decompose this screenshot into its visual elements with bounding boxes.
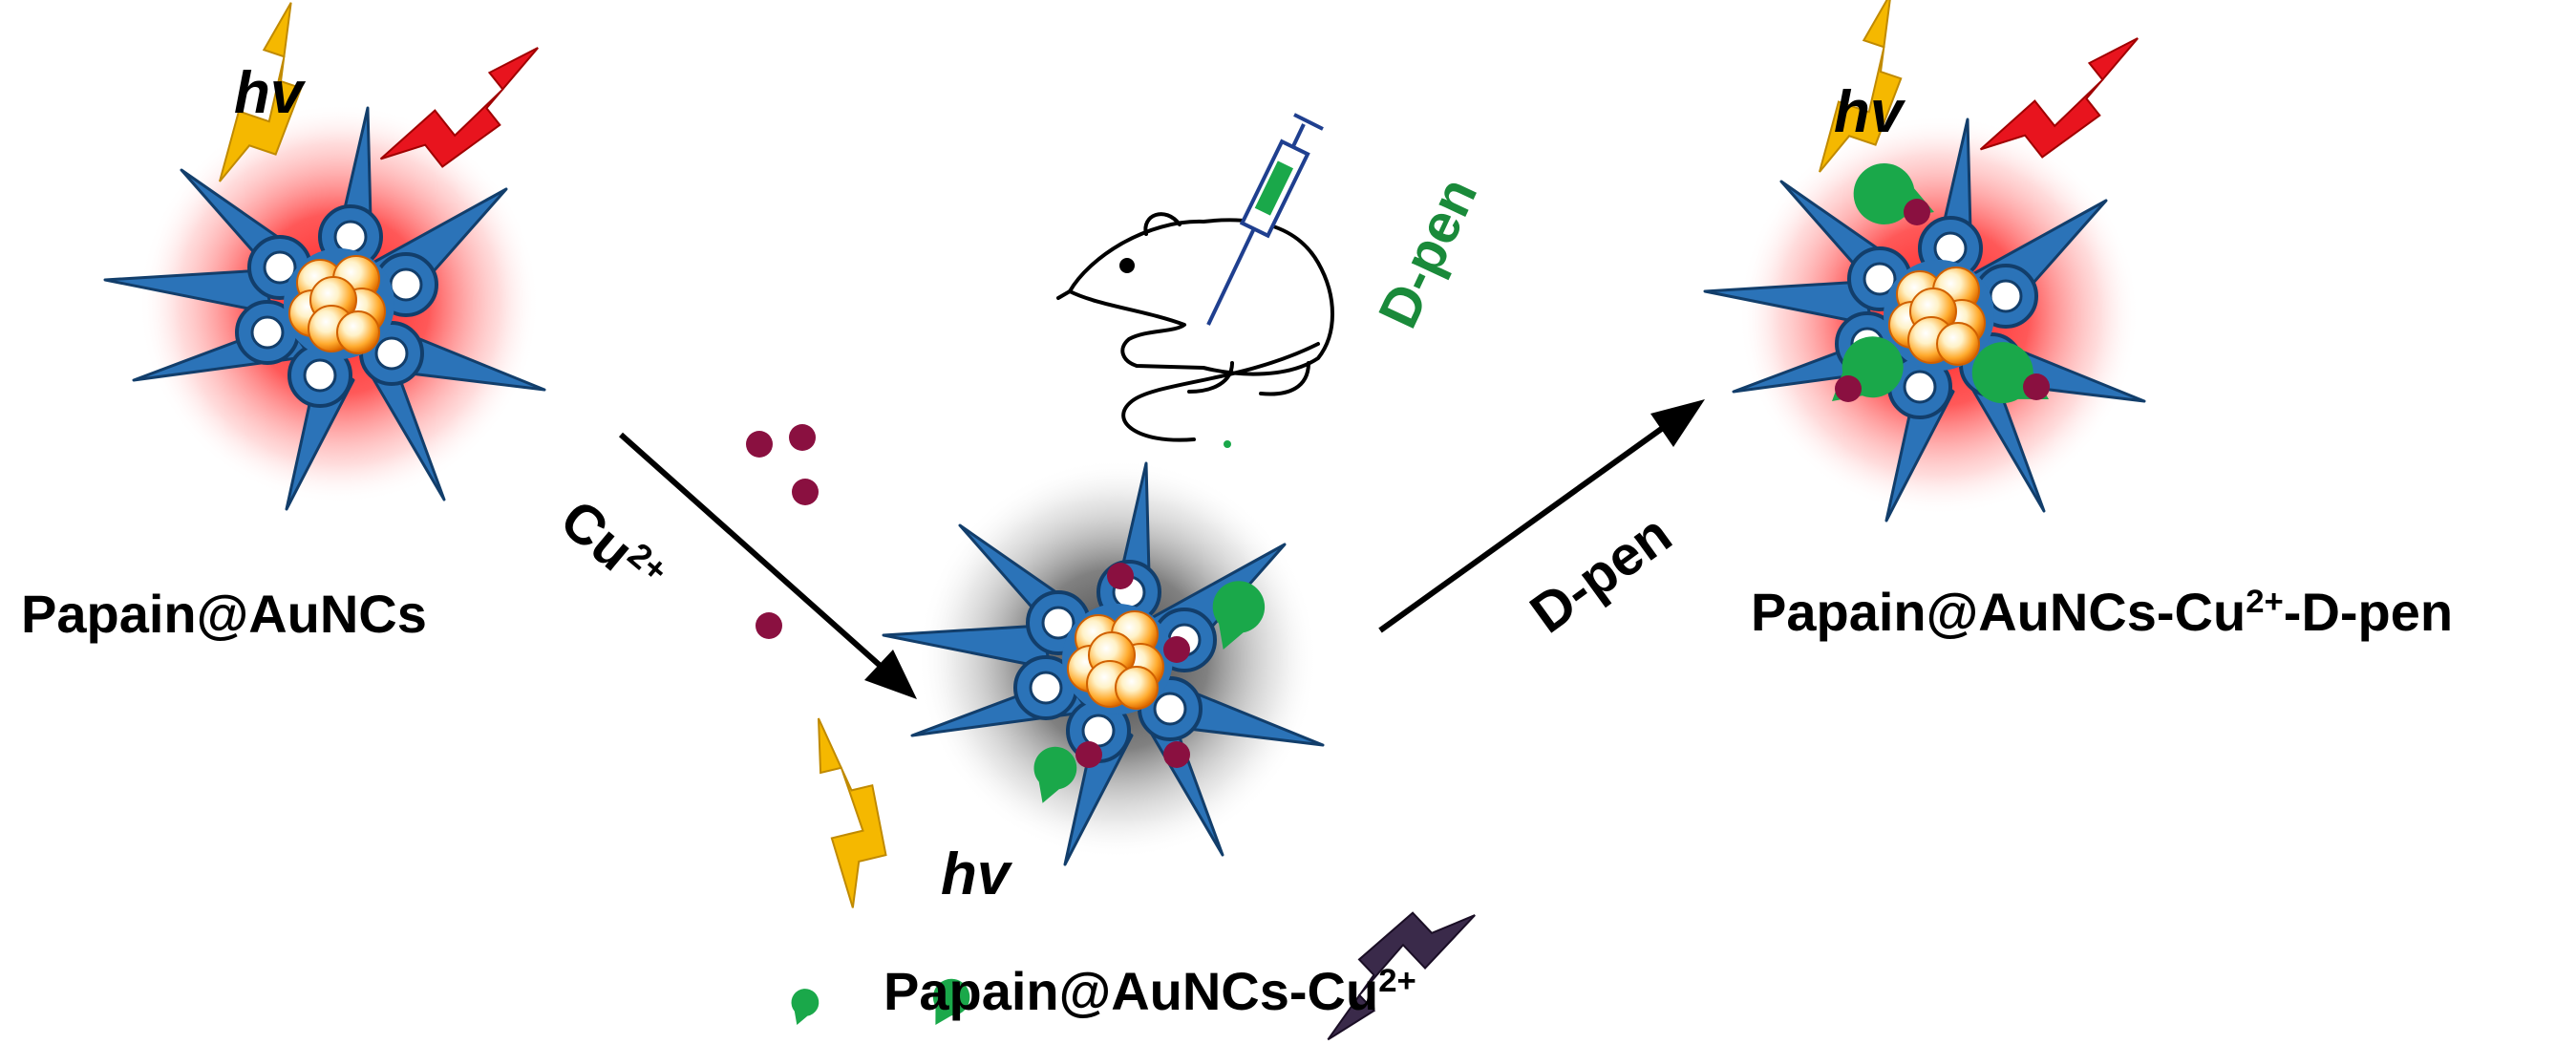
dpen-addition-arrow — [1378, 399, 1705, 633]
hv-label: hv — [234, 60, 304, 126]
syringe-icon — [1206, 113, 1324, 326]
state2-label-base: Papain@AuNCs-Cu — [884, 961, 1379, 1021]
state1-label: Papain@AuNCs — [21, 584, 427, 644]
state3-complex — [1703, 115, 2146, 522]
state3-label-base: Papain@AuNCs-Cu — [1751, 582, 2246, 642]
copper-ion — [1163, 741, 1190, 768]
state2-label-sup: 2+ — [1378, 962, 1416, 999]
excitation-flash-icon — [744, 716, 927, 909]
copper-ion — [2023, 373, 2050, 400]
dpen-dose-molecules — [783, 440, 1272, 1030]
cu-addition-arrow — [619, 432, 917, 699]
state2-label: Papain@AuNCs-Cu2+ — [884, 960, 1416, 1022]
copper-ion — [1163, 636, 1190, 663]
copper-ion — [1835, 375, 1862, 402]
hv-label: hv — [941, 842, 1011, 907]
mouse-icon — [1056, 212, 1334, 442]
free-copper-ions — [746, 424, 819, 639]
copper-ion — [1075, 741, 1102, 768]
state3-label: Papain@AuNCs-Cu2+-D-pen — [1751, 581, 2453, 643]
state3-label-tail: -D-pen — [2283, 582, 2454, 642]
state3-label-sup: 2+ — [2246, 583, 2284, 620]
copper-ion — [1107, 563, 1134, 589]
state2-complex — [882, 459, 1325, 866]
state1-complex — [103, 103, 546, 511]
hv-label: hv — [1834, 79, 1904, 145]
copper-ion — [1904, 199, 1930, 225]
